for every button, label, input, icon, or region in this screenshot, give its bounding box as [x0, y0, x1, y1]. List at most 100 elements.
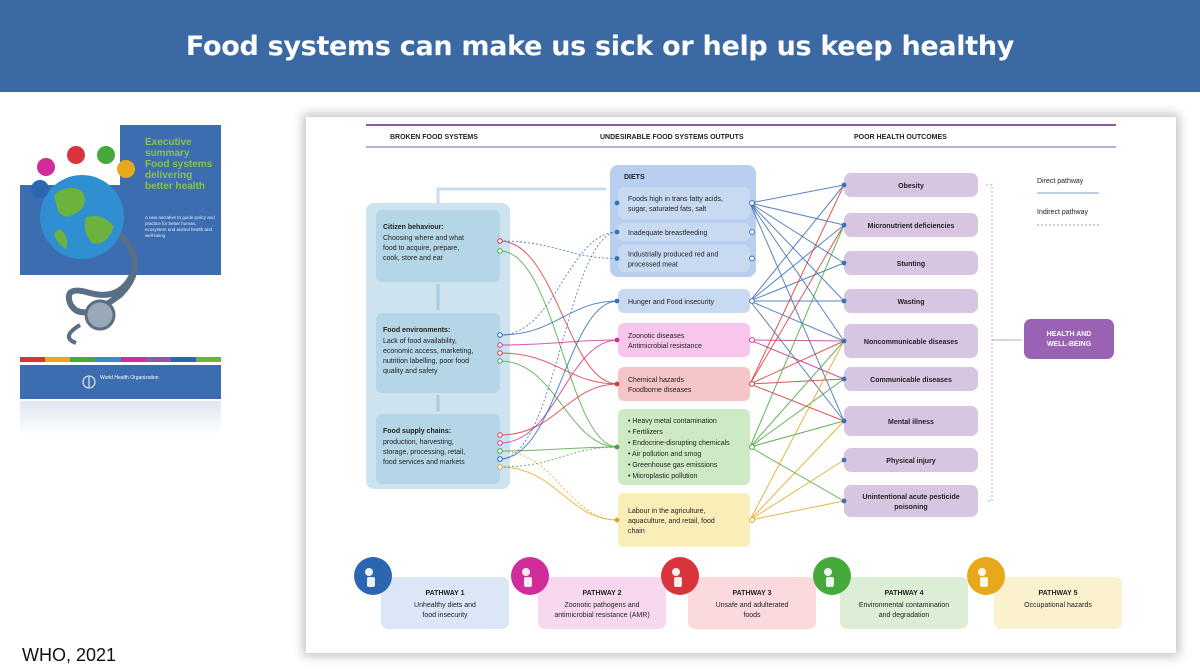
link-output-outcome-24 [749, 224, 845, 448]
link-output-outcome-4 [749, 202, 845, 422]
link-left-output-10 [499, 300, 619, 460]
link-left-output-14 [499, 231, 619, 460]
link-node-left-14 [497, 456, 503, 462]
output-node-6 [749, 381, 755, 387]
pathway-5-icon-figure [978, 568, 986, 576]
output-in-node-4 [614, 298, 620, 304]
link-left-output-5 [499, 352, 619, 385]
outcome-box-8 [844, 448, 978, 472]
link-output-outcome-2 [749, 202, 845, 226]
cover-subtitle: A new narrative to guide policy and prac… [145, 215, 215, 238]
output-box-1 [618, 187, 750, 219]
link-node-left-6 [497, 358, 503, 364]
link-output-outcome-8 [749, 224, 845, 302]
link-output-outcome-11 [749, 300, 845, 422]
cover-title: Executive summary Food systems deliverin… [145, 137, 213, 192]
pathway-box-2 [538, 577, 666, 629]
output-node-5 [749, 337, 755, 343]
left-box-title-1: Citizen behaviour: [383, 224, 444, 231]
pathway-title-5: PATHWAY 5 [1038, 590, 1077, 597]
output-text-8-1: Labour in the agriculture, [628, 508, 705, 515]
left-box-line-1-1: Choosing where and what [383, 235, 464, 242]
output-text-7-4: • Air pollution and smog [628, 451, 701, 458]
output-node-2 [749, 229, 755, 235]
pathway-box-1 [381, 577, 509, 629]
pathway-text-3-1: Unsafe and adulterated [716, 602, 789, 609]
left-box-line-2-2: economic access, marketing, [383, 348, 473, 355]
cover-reflection [20, 401, 221, 435]
outcome-node-9 [841, 498, 847, 504]
outcome-node-5 [841, 338, 847, 344]
pathway-3-icon-figure [672, 568, 680, 576]
link-output-outcome-23 [749, 446, 845, 502]
link-output-outcome-25 [749, 420, 845, 521]
left-box-2 [376, 313, 500, 393]
output-text-5-1: Zoonotic diseases [628, 333, 685, 340]
outcome-node-1 [841, 182, 847, 188]
left-box-line-1-2: food to acquire, prepare, [383, 245, 459, 252]
output-in-node-1 [614, 200, 620, 206]
link-output-outcome-19 [749, 224, 845, 385]
pathway-title-3: PATHWAY 3 [732, 590, 771, 597]
pathway-text-1-2: food insecurity [422, 612, 468, 619]
pathway-title-2: PATHWAY 2 [582, 590, 621, 597]
output-text-1-1: Foods high in trans fatty acids, [628, 196, 723, 203]
output-box-3 [618, 245, 750, 272]
output-text-3-2: processed meat [628, 262, 678, 269]
pathway-text-4-2: and degradation [879, 612, 930, 619]
link-output-outcome-28 [749, 340, 845, 521]
cover-color-strip [20, 357, 221, 362]
outcome-box-7 [844, 406, 978, 436]
link-left-output-11 [499, 466, 619, 521]
left-box-line-3-2: storage, processing, retail, [383, 449, 465, 456]
link-output-outcome-5 [749, 202, 845, 264]
health-wellbeing-box [1024, 319, 1114, 359]
output-text-3-1: Industrially produced red and [628, 252, 718, 259]
link-output-outcome-3 [749, 202, 845, 342]
pathway-1-icon-figure [365, 568, 373, 576]
output-in-node-8 [614, 517, 620, 523]
globe-stethoscope-icon [20, 125, 221, 345]
output-text-7-6: • Microplastic pollution [628, 473, 697, 480]
outcome-text-3-1: Stunting [897, 261, 925, 268]
output-text-2-1: Inadequate breastfeeding [628, 230, 708, 237]
output-in-node-6 [614, 381, 620, 387]
output-text-7-3: • Endocrine-disrupting chemicals [628, 440, 730, 447]
pathway-5-icon-body [980, 577, 988, 587]
output-text-6-1: Chemical hazards [628, 377, 685, 384]
outcome-node-2 [841, 222, 847, 228]
left-box-title-2: Food environments: [383, 327, 450, 334]
output-box-6 [618, 367, 750, 401]
outcome-text-5-1: Noncommunicable diseases [864, 339, 958, 346]
outcome-box-6 [844, 367, 978, 391]
link-output-outcome-13 [749, 339, 845, 380]
output-node-3 [749, 255, 755, 262]
output-node-4 [749, 298, 755, 304]
link-output-outcome-16 [749, 340, 845, 385]
health-text-1: HEALTH AND [1047, 331, 1092, 338]
link-node-left-12 [497, 238, 503, 244]
output-text-1-2: sugar, saturated fats, salt [628, 206, 706, 213]
pathway-text-3-2: foods [743, 612, 761, 619]
link-output-outcome-15 [749, 378, 845, 385]
outcome-box-3 [844, 251, 978, 275]
link-output-outcome-9 [749, 262, 845, 302]
left-box-3 [376, 414, 500, 484]
cover-footer [20, 365, 221, 399]
pathway-2-icon [511, 557, 549, 595]
link-output-outcome-18 [749, 383, 845, 422]
link-left-output-2 [499, 250, 619, 448]
who-logo-icon [82, 375, 96, 389]
outcome-box-4 [844, 289, 978, 313]
output-in-node-5 [614, 337, 620, 343]
report-cover-image: Executive summary Food systems deliverin… [20, 125, 221, 435]
output-node-7 [749, 444, 755, 450]
outcome-node-7 [841, 418, 847, 424]
pathway-box-3 [688, 577, 816, 629]
pathway-1-icon [354, 557, 392, 595]
output-text-7-5: • Greenhouse gas emissions [628, 462, 718, 469]
output-text-7-2: • Fertilizers [628, 429, 663, 436]
output-node-8 [749, 517, 755, 523]
link-node-left-16 [497, 464, 503, 470]
output-box-2 [618, 223, 750, 241]
